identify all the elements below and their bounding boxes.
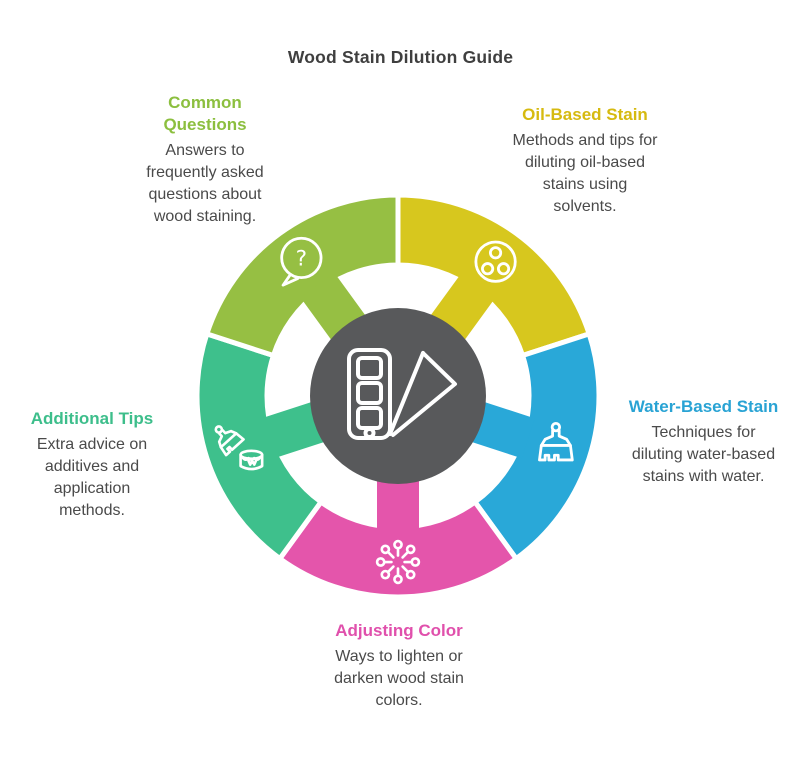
section-common-questions: Common Questions Answers to frequently a… [135, 92, 275, 228]
section-heading: Water-Based Stain [628, 397, 779, 416]
segment-tab-additional_tips [261, 401, 325, 459]
section-body: Extra advice on additives and applicatio… [36, 436, 148, 519]
section-water-based-stain: Water-Based Stain Techniques for dilutin… [626, 396, 781, 488]
section-body: Techniques for diluting water-based stai… [631, 424, 776, 485]
wheel-center [310, 308, 486, 484]
section-heading: Oil-Based Stain [522, 105, 648, 124]
page-title: Wood Stain Dilution Guide [287, 47, 514, 67]
wheel-segments [194, 192, 602, 600]
section-heading: Additional Tips [30, 409, 154, 428]
color-swatches-icon [347, 348, 457, 440]
section-additional-tips: Additional Tips Extra advice on additive… [25, 408, 159, 522]
section-adjusting-color: Adjusting Color Ways to lighten or darke… [318, 620, 480, 712]
segment-common_questions [203, 192, 401, 359]
section-body: Answers to frequently asked questions ab… [146, 142, 264, 225]
segment-tab-adjusting_color [377, 480, 419, 533]
center-circle [310, 308, 486, 484]
section-heading: Adjusting Color [335, 621, 463, 640]
section-body: Ways to lighten or darken wood stain col… [334, 648, 464, 709]
section-heading: Common Questions [163, 93, 247, 134]
section-body: Methods and tips for diluting oil-based … [512, 132, 658, 215]
section-oil-based-stain: Oil-Based Stain Methods and tips for dil… [510, 104, 660, 218]
segment-tab-water_based [471, 401, 535, 459]
